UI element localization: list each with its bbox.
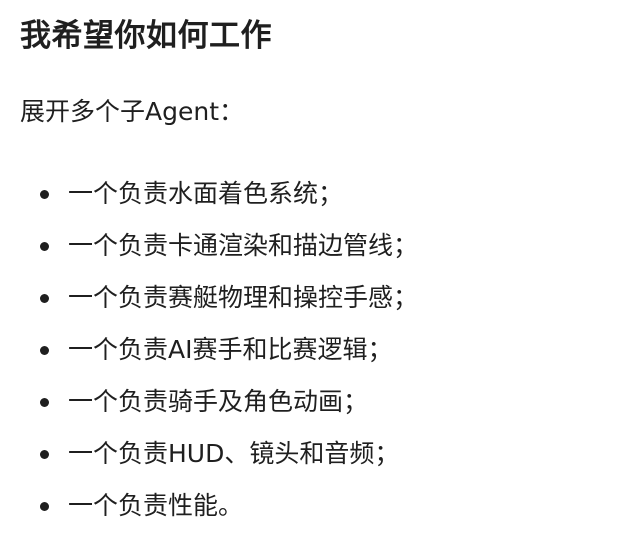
list-item-text: 一个负责HUD、镜头和音频； bbox=[68, 439, 400, 468]
list-item: 一个负责性能。 bbox=[20, 480, 604, 532]
list-item: 一个负责赛艇物理和操控手感； bbox=[20, 272, 604, 324]
bullet-icon bbox=[40, 398, 49, 407]
list-item-text: 一个负责赛艇物理和操控手感； bbox=[68, 283, 419, 312]
list-item: 一个负责卡通渲染和描边管线； bbox=[20, 220, 604, 272]
list-item-text: 一个负责骑手及角色动画； bbox=[68, 387, 369, 416]
bullet-icon bbox=[40, 190, 49, 199]
list-item-text: 一个负责水面着色系统； bbox=[68, 179, 344, 208]
intro-text: 展开多个子Agent： bbox=[20, 97, 244, 126]
bullet-icon bbox=[40, 294, 49, 303]
list-item: 一个负责水面着色系统； bbox=[20, 168, 604, 220]
list-item: 一个负责AI赛手和比赛逻辑； bbox=[20, 324, 604, 376]
bullet-icon bbox=[40, 450, 49, 459]
bullet-icon bbox=[40, 346, 49, 355]
section-heading: 我希望你如何工作 bbox=[20, 18, 272, 54]
list-item: 一个负责骑手及角色动画； bbox=[20, 376, 604, 428]
list-item-text: 一个负责卡通渲染和描边管线； bbox=[68, 231, 419, 260]
list-item-text: 一个负责性能。 bbox=[68, 491, 244, 520]
bullet-icon bbox=[40, 502, 49, 511]
agent-task-list: 一个负责水面着色系统； 一个负责卡通渲染和描边管线； 一个负责赛艇物理和操控手感… bbox=[20, 168, 604, 532]
bullet-icon bbox=[40, 242, 49, 251]
list-item-text: 一个负责AI赛手和比赛逻辑； bbox=[68, 335, 393, 364]
list-item: 一个负责HUD、镜头和音频； bbox=[20, 428, 604, 480]
